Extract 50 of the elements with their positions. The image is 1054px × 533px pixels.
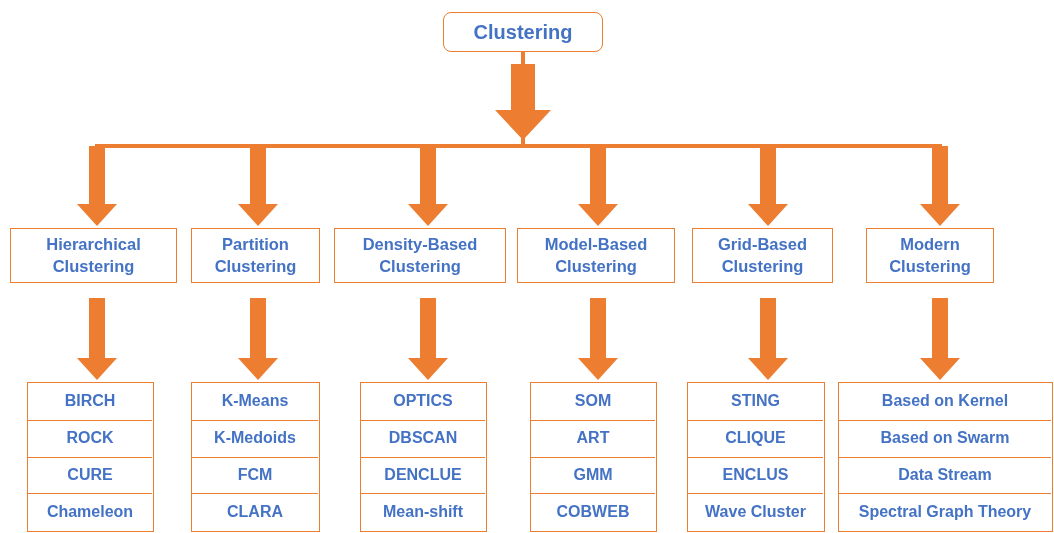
category-label: Hierarchical Clustering	[45, 234, 142, 277]
root-box	[443, 12, 603, 52]
method-label: K-Medoids	[192, 419, 318, 457]
method-label: OPTICS	[361, 383, 485, 420]
category-box	[191, 228, 320, 283]
method-label: GMM	[531, 456, 655, 494]
method-label: COBWEB	[531, 493, 655, 530]
category-label: Model-Based Clustering	[543, 234, 649, 277]
category-box	[10, 228, 177, 283]
method-label: FCM	[192, 456, 318, 494]
method-label: Based on Swarm	[839, 419, 1051, 457]
method-label: Data Stream	[839, 456, 1051, 494]
arrow	[408, 298, 448, 380]
category-box	[517, 228, 675, 283]
method-label: Mean-shift	[361, 493, 485, 530]
method-label: Based on Kernel	[839, 383, 1051, 420]
method-label: CURE	[28, 456, 152, 494]
method-label: CLIQUE	[688, 419, 823, 457]
method-label: DBSCAN	[361, 419, 485, 457]
method-label: STING	[688, 383, 823, 420]
category-label: Density-Based Clustering	[361, 234, 479, 277]
method-label: SOM	[531, 383, 655, 420]
method-label: CLARA	[192, 493, 318, 530]
method-label: DENCLUE	[361, 456, 485, 494]
method-label: BIRCH	[28, 383, 152, 420]
category-box	[866, 228, 994, 283]
root-label: Clustering	[473, 20, 573, 45]
category-label: Grid-Based Clustering	[717, 234, 808, 277]
method-list-box	[838, 382, 1053, 532]
method-label: Spectral Graph Theory	[839, 493, 1051, 530]
method-list-box	[27, 382, 154, 532]
category-box	[692, 228, 833, 283]
arrow	[238, 298, 278, 380]
arrow	[748, 298, 788, 380]
method-label: ART	[531, 419, 655, 457]
method-label: K-Means	[192, 383, 318, 420]
method-label: Wave Cluster	[688, 493, 823, 530]
arrow	[77, 298, 117, 380]
method-label: ROCK	[28, 419, 152, 457]
method-list-box	[530, 382, 657, 532]
category-box	[334, 228, 506, 283]
category-label: Modern Clustering	[888, 234, 972, 277]
method-list-box	[360, 382, 487, 532]
method-list-box	[687, 382, 825, 532]
method-list-box	[191, 382, 320, 532]
method-label: Chameleon	[28, 493, 152, 530]
arrow	[920, 298, 960, 380]
method-label: ENCLUS	[688, 456, 823, 494]
category-label: Partition Clustering	[213, 234, 298, 277]
arrow	[578, 298, 618, 380]
